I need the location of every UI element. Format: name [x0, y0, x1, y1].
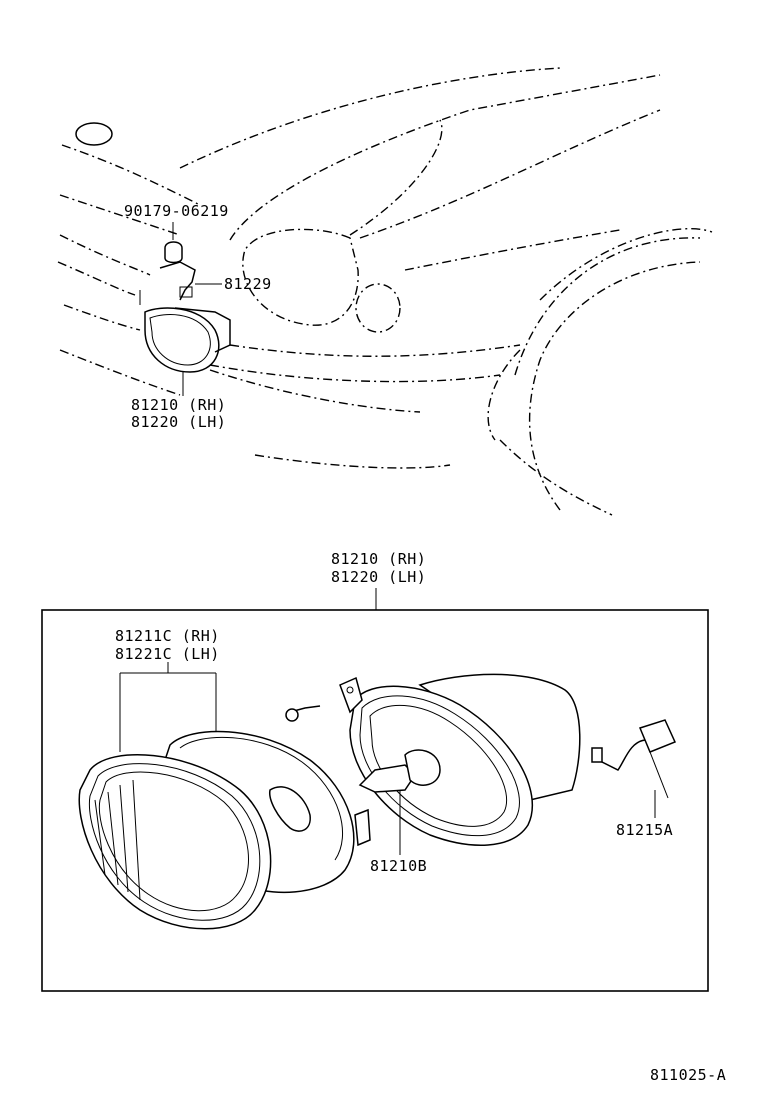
lamp-rh-label: 81210 (RH) — [131, 396, 227, 414]
lens-lh-label: 81221C (LH) — [115, 645, 220, 663]
bulb-label: 81210B — [370, 857, 428, 875]
bolt-part-label: 90179-06219 — [124, 202, 229, 220]
installed-fog-lamp — [139, 222, 231, 396]
socket-label: 81215A — [616, 821, 674, 839]
bracket-part-label: 81229 — [224, 275, 272, 293]
detail-box — [41, 609, 709, 992]
lamp-lh-label: 81220 (LH) — [131, 413, 227, 431]
socket-wire — [591, 719, 677, 818]
bulb — [358, 749, 441, 855]
lens-bracket — [119, 662, 217, 752]
assembly-rh-label: 81210 (RH) — [331, 550, 427, 568]
assembly-lh-label: 81220 (LH) — [331, 568, 427, 586]
figure-code: 811025-A — [650, 1066, 727, 1084]
car-body-outline — [57, 67, 713, 516]
lens-rh-label: 81211C (RH) — [115, 627, 220, 645]
lamp-housing — [285, 673, 581, 846]
lens — [78, 754, 272, 930]
